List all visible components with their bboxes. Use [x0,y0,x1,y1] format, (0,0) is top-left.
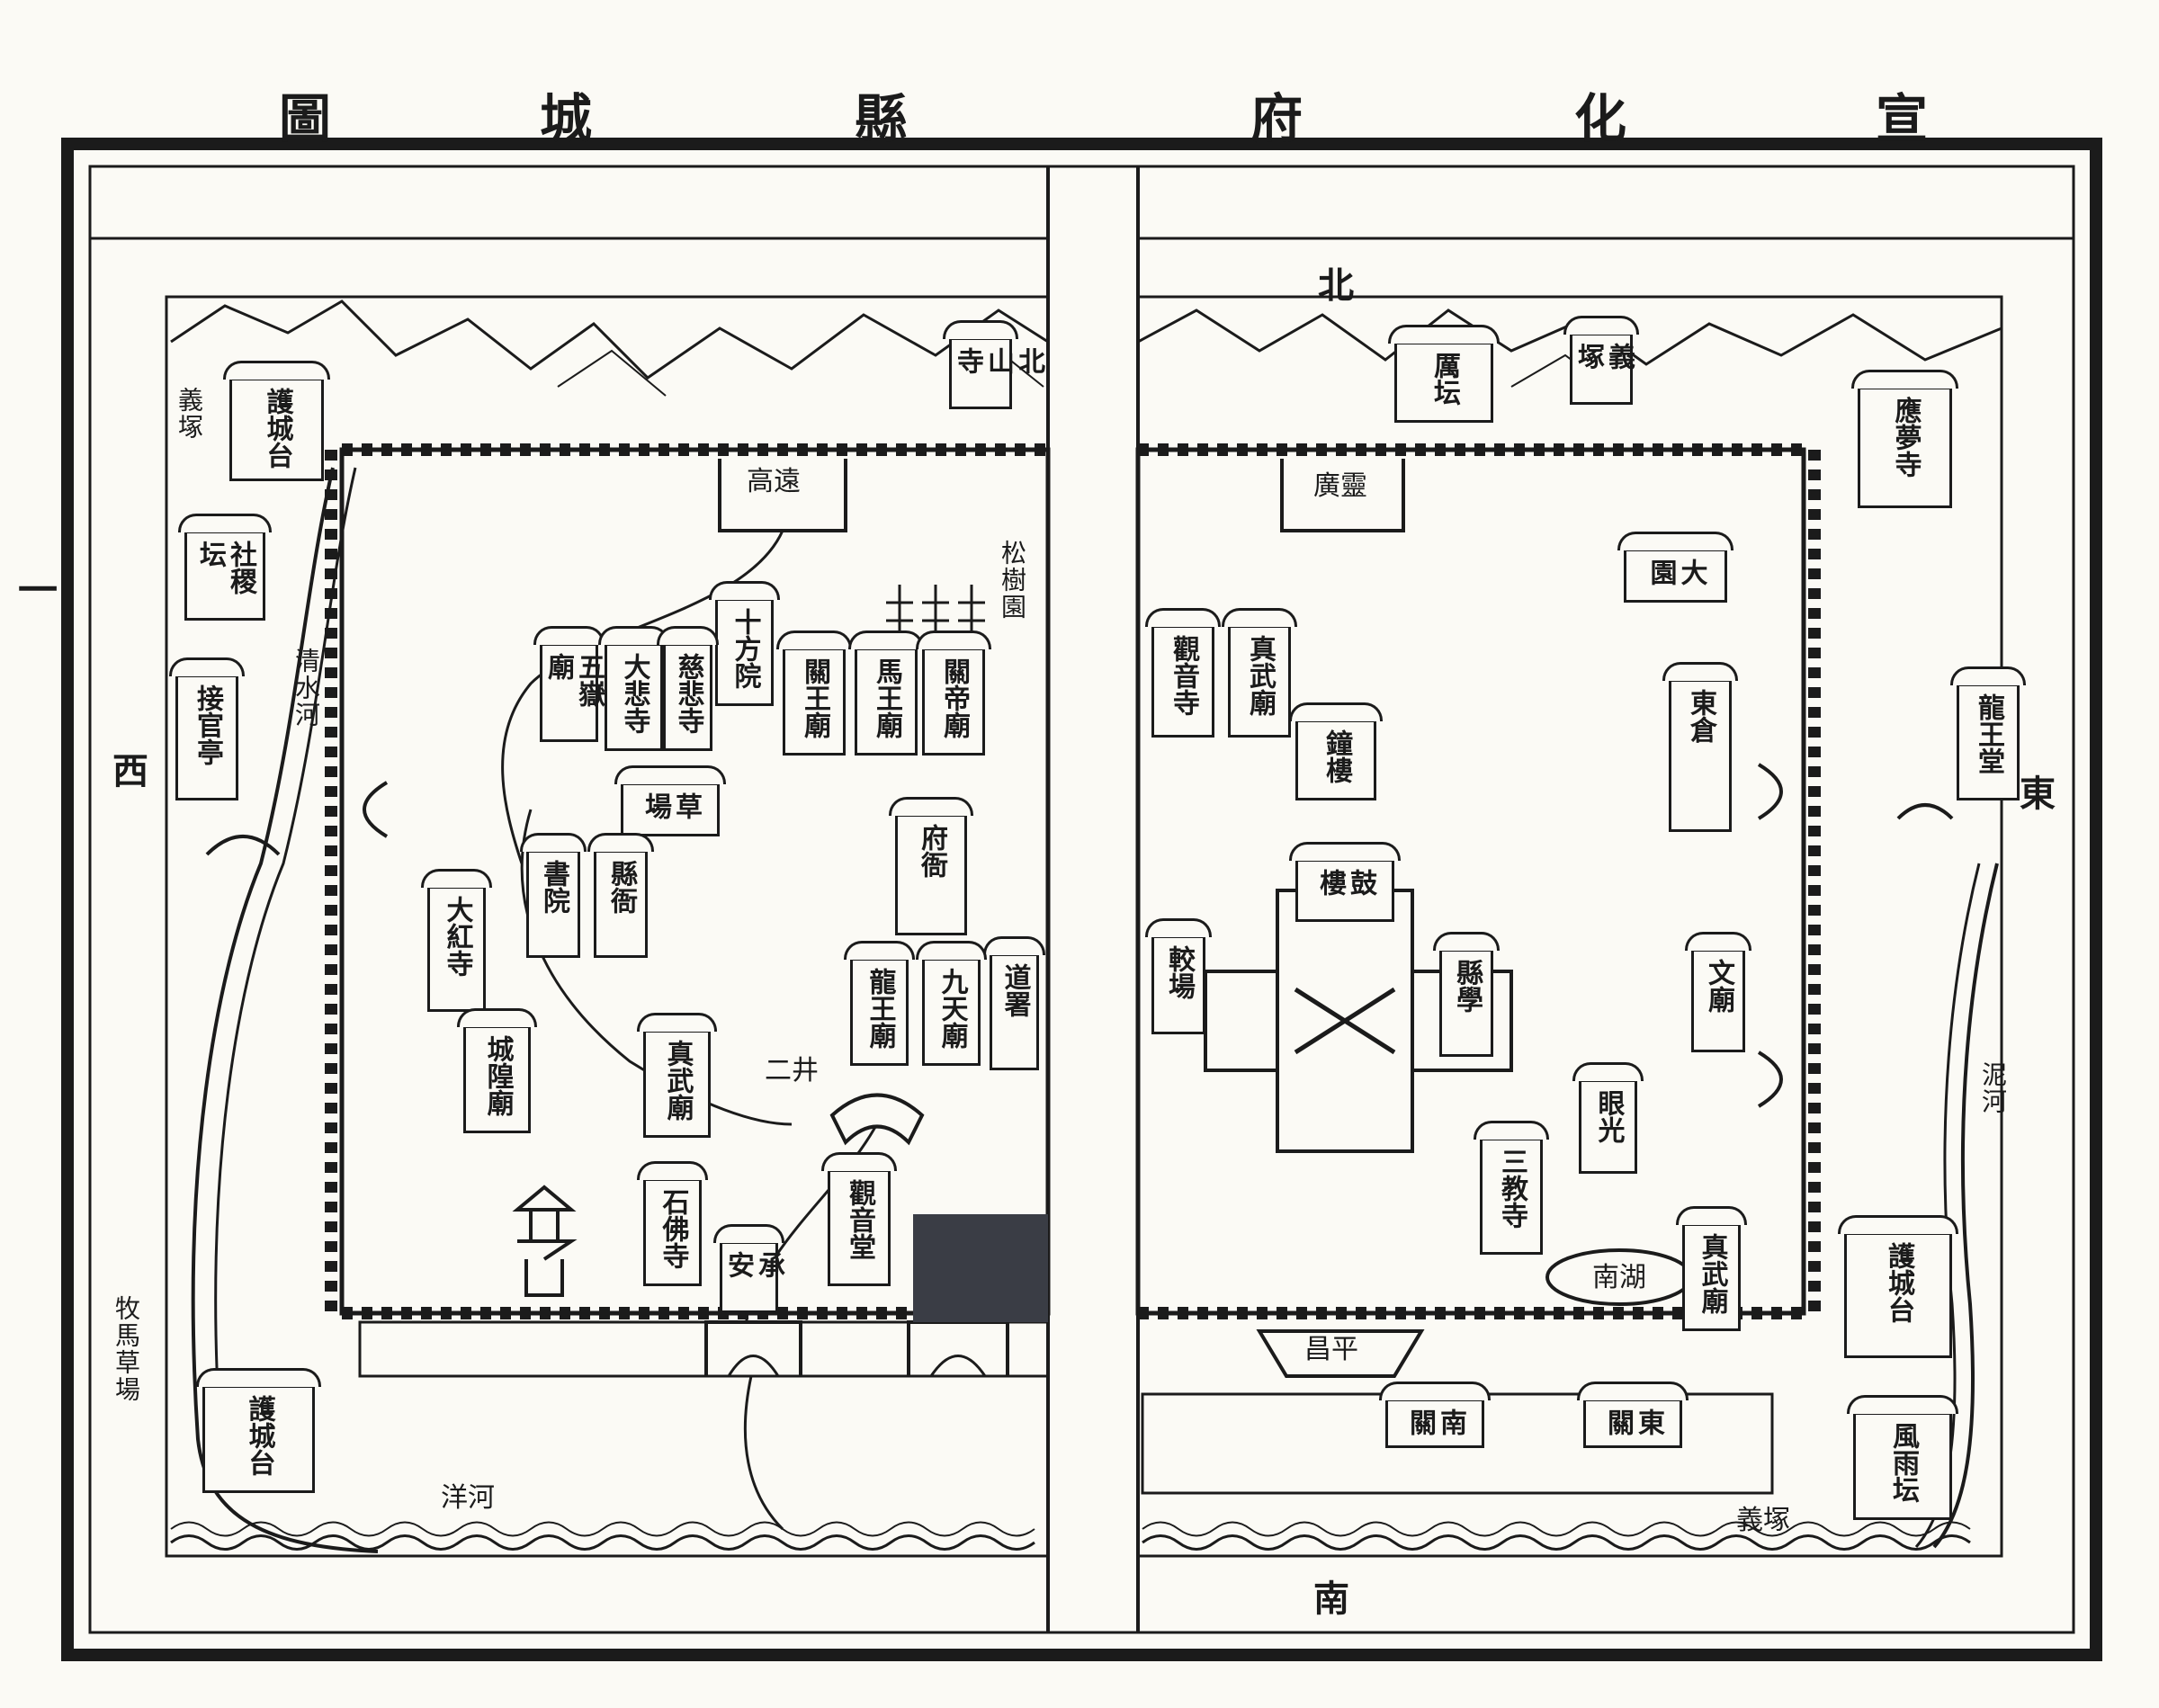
gate-changping: 昌平 [1304,1334,1358,1365]
building-cao-chang: 草場 [614,765,726,836]
building-bei-shan-si: 北山寺 [943,320,1044,409]
building-hucheng-nw: 護城台 [223,361,330,481]
compass-west: 西 [112,750,148,792]
title-char-hua: 化 [1574,88,1627,149]
page-marker: 一 [18,568,58,613]
building-shi-fo: 石佛寺 [637,1161,708,1286]
building-zhen-wu-se: 真武廟 [1676,1206,1747,1331]
building-yizhong-n: 義塚 [1563,316,1639,405]
label-ni-river: 泥河 [1978,1061,2008,1115]
building-jiu-tian: 九天廟 [916,941,987,1066]
building-guan-yin-s: 觀音堂 [821,1152,897,1286]
building-hucheng-sw: 護城台 [196,1368,321,1493]
label-yang-river: 洋河 [441,1482,495,1514]
building-ying-meng: 應夢寺 [1851,370,1958,508]
label-yizhong-nw: 義塚 [175,387,204,441]
building-dao-shu: 道署 [983,936,1045,1070]
building-long-wang-e: 龍王堂 [1950,666,2026,800]
building-ma-wang: 馬王廟 [848,630,924,756]
label-yizhong-se: 義塚 [1736,1505,1790,1536]
label-nan-hu: 南湖 [1592,1262,1646,1293]
gate-chengan: 承安 [713,1224,784,1313]
compass-south: 南 [1313,1578,1349,1620]
label-er-jing: 二井 [765,1055,819,1087]
compass-north: 北 [1318,264,1354,307]
building-sheji: 社稷坛 [178,514,272,621]
building-da-yuan: 大園 [1617,532,1733,603]
building-san-jiao: 三教寺 [1474,1121,1549,1255]
building-guan-yin-n: 觀音寺 [1145,608,1221,738]
title-char-cheng: 城 [540,88,593,149]
building-feng-yu: 風雨坛 [1847,1395,1958,1520]
building-fu-ya: 府衙 [889,797,973,935]
label-song-shu-yuan: 松樹園 [998,540,1027,621]
building-dong-guan: 東關 [1577,1382,1689,1448]
gate-gaoyuan: 高遠 [747,466,801,497]
building-wen-miao: 文廟 [1685,932,1751,1052]
building-guan-di: 關帝廟 [916,630,991,756]
building-xian-ya: 縣衙 [587,833,654,958]
title-char-tu: 圖 [279,88,332,149]
building-gu-lou: 鼓樓 [1289,842,1401,922]
building-wu-yue: 五嶽廟 [533,626,605,742]
building-long-wang-c: 龍王廟 [844,941,915,1066]
title-char-xian: 縣 [855,88,908,149]
building-zhen-wu-c: 真武廟 [637,1013,717,1138]
gate-guangling: 廣靈 [1313,470,1367,502]
label-qingshui-river: 清水河 [291,648,321,729]
label-muma-field: 牧馬草場 [112,1295,141,1403]
building-guan-wang: 關王廟 [776,630,852,756]
compass-east: 東 [2020,773,2056,815]
building-xian-xue: 縣學 [1433,932,1500,1057]
title-char-fu: 府 [1250,88,1303,149]
building-zhong-lou: 鐘樓 [1289,702,1383,800]
building-jieguan: 接官亭 [169,657,245,800]
building-yan-hou: 眼光 [1572,1062,1644,1174]
building-ci-bei: 慈悲寺 [657,626,719,751]
building-hucheng-se: 護城台 [1838,1215,1958,1358]
building-cheng-huang: 城隍廟 [457,1008,537,1133]
building-nan-guan: 南關 [1379,1382,1491,1448]
title-char-xuan: 宣 [1876,88,1929,149]
building-zhen-wu-n: 真武廟 [1222,608,1297,738]
building-da-bei: 大悲寺 [598,626,669,751]
building-li-tan: 厲坛 [1388,325,1500,423]
building-shu-yuan: 書院 [520,833,587,958]
building-da-hong: 大紅寺 [421,869,492,1012]
building-dong-cang: 東倉 [1662,662,1738,832]
building-jiao-chang: 較場 [1145,918,1212,1034]
building-shi-fang: 十方院 [709,581,780,706]
